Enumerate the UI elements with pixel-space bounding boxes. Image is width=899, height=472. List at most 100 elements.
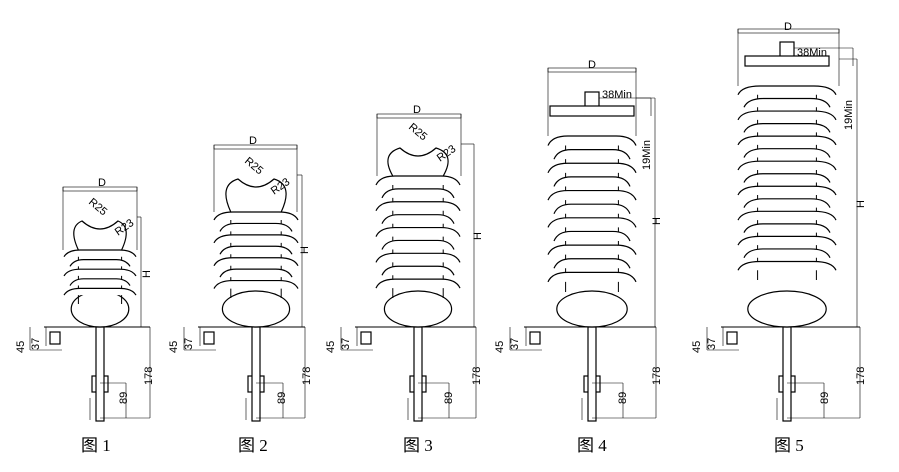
fig1-shed-5 [63,287,137,296]
fig3-shed-2 [381,188,455,199]
fig2-clamp [203,331,215,345]
fig3-r-top-label: R25 [406,121,429,143]
figure-1: D H R25 R23 178 89 45 37 图 1 [15,177,155,455]
fig4-shed-4 [553,176,631,187]
fig4-d-label: D [588,59,596,71]
fig5-shed-2 [743,97,831,108]
fig5-shed-9 [737,185,837,196]
figure-2: D H R25 R23 178 89 45 37 图 2 [168,135,313,455]
fig4-top-cap [549,105,635,117]
fig1-dim-45: 45 [15,341,27,353]
fig2-d-dimension-line [213,144,298,150]
fig5-base-bulb [747,290,827,328]
fig1-dim-37: 37 [30,338,42,350]
fig3-dim-37: 37 [340,338,352,350]
fig5-rod-h-label: 89 [819,392,831,404]
fig5-clamp [726,331,738,345]
fig1-base-h-label: 178 [143,367,155,385]
fig5-top-cap [744,55,830,67]
fig3-d-label: D [413,104,421,116]
fig2-caption: 图 2 [238,436,268,455]
fig3-h-label: H [472,232,484,240]
fig4-dim-37: 37 [509,338,521,350]
figure-4: D H 38Min 19Min 178 89 45 37 图 4 [494,59,663,455]
fig4-base-bulb [556,290,628,328]
fig4-h-label: H [651,217,663,225]
fig4-clamp [529,331,541,345]
fig1-h-label: H [141,270,153,278]
fig2-shed-7 [213,279,299,289]
fig2-r-top-label: R25 [242,155,265,177]
fig5-shed-1 [737,85,837,96]
fig5-top-h-label: 19Min [843,100,855,130]
fig1-rod [95,326,105,422]
fig4-rod [587,326,597,422]
fig5-shed-3 [737,110,837,121]
fig5-rod [782,326,792,422]
fig3-rod [413,326,423,422]
fig4-shed-2 [553,149,631,160]
fig4-shed-5 [547,189,637,201]
fig1-rod-h-label: 89 [118,392,130,404]
fig1-shed-4 [69,278,131,286]
fig5-shed-13 [737,235,837,246]
figure-3: D H R25 R23 178 89 45 37 图 3 [325,104,484,455]
fig5-shed-7 [737,160,837,171]
fig4-shed-8 [553,230,631,242]
fig4-caption: 图 4 [577,436,607,455]
fig1-d-dimension-line [62,186,138,192]
fig2-base-h-label: 178 [301,367,313,385]
fig1-base-bulb [70,290,130,328]
fig5-shed-6 [743,148,831,158]
fig5-dim-37: 37 [706,338,718,350]
fig3-shed-3 [375,201,461,212]
fig1-clamp [49,331,61,345]
fig5-h-label: H [855,200,867,208]
fig5-top-w-label: 38Min [797,47,827,59]
fig1-caption: 图 1 [81,436,111,455]
fig2-shed-5 [213,257,299,267]
fig4-shed-7 [547,217,637,228]
fig2-shed-1 [213,211,299,221]
fig1-shed-1 [63,249,137,258]
fig5-base-h-label: 178 [855,367,867,385]
fig2-h-label: H [299,246,311,254]
fig4-base-h-label: 178 [651,367,663,385]
fig3-base-h-label: 178 [471,367,483,385]
fig1-r-top-label: R25 [86,196,109,218]
fig3-shed-4 [381,214,455,224]
fig3-base-bulb [383,290,453,328]
fig5-shed-5 [737,135,837,146]
fig3-clamp [360,331,372,345]
fig1-shed-2 [69,259,131,267]
fig4-shed-6 [553,203,631,214]
fig5-shed-4 [743,123,831,133]
fig5-shed-14 [743,248,831,258]
fig3-shed-9 [375,278,461,289]
fig5-caption: 图 5 [774,436,804,455]
fig2-shed-2 [219,222,293,232]
fig3-rod-h-label: 89 [443,392,455,404]
fig5-shed-12 [743,223,831,233]
fig5-d-dimension-line [737,28,840,34]
fig2-top-cup [225,178,287,213]
fig3-shed-1 [375,175,461,186]
fig2-base-bulb [221,290,291,328]
fig3-d-dimension-line [376,113,462,119]
fig4-dim-45: 45 [494,341,506,353]
fig3-shed-7 [375,252,461,263]
figure-5: D H 38Min 19Min 178 89 45 37 图 5 [691,21,867,455]
fig4-shed-11 [547,271,637,283]
fig4-top-h-label: 19Min [641,140,653,170]
fig4-shed-3 [547,162,637,174]
fig2-shed-3 [213,234,299,244]
fig2-d-label: D [249,135,257,147]
fig2-dim-45: 45 [168,341,180,353]
fig3-shed-5 [375,226,461,237]
fig3-top-cup [387,147,449,177]
fig5-shed-11 [737,210,837,221]
fig2-dim-37: 37 [183,338,195,350]
fig3-shed-8 [381,265,455,276]
fig3-caption: 图 3 [403,436,433,455]
